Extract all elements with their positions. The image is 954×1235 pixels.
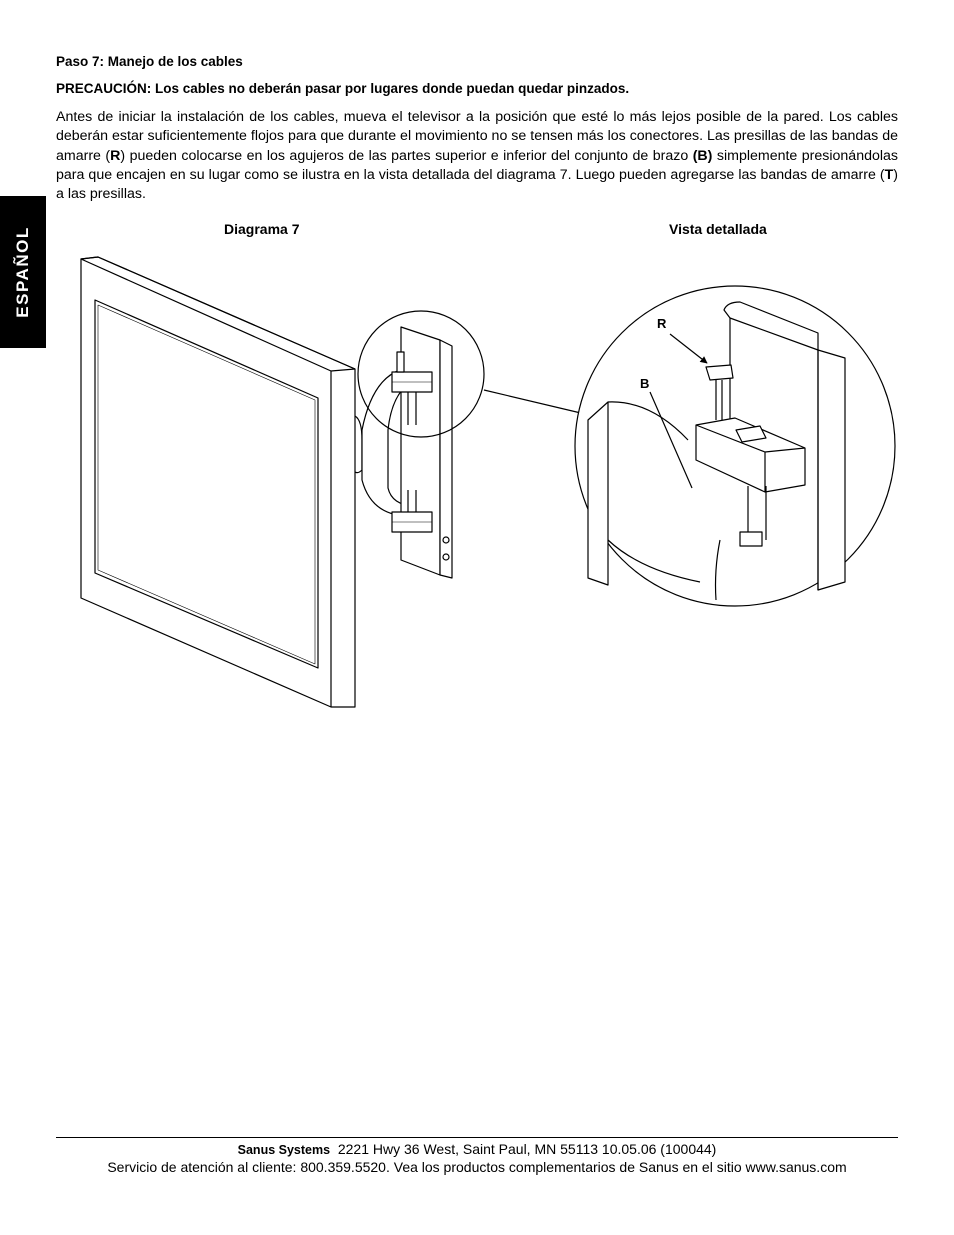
tv-screen-drawing bbox=[80, 256, 363, 708]
footer-address-line: Sanus Systems 2221 Hwy 36 West, Saint Pa… bbox=[56, 1141, 898, 1157]
magnifier-circle bbox=[357, 310, 485, 438]
detail-view-title: Vista detallada bbox=[669, 221, 767, 237]
footer-service-line: Servicio de atención al cliente: 800.359… bbox=[107, 1159, 847, 1175]
label-b-ref: (B) bbox=[692, 147, 713, 164]
callout-b: B bbox=[640, 376, 649, 391]
caution-text: PRECAUCIÓN: Los cables no deberán pasar … bbox=[56, 81, 630, 96]
instructions-paragraph: Antes de iniciar la instalación de los c… bbox=[56, 108, 898, 204]
instructions-text-4: ) a las presillas. bbox=[56, 166, 898, 203]
language-tab: ESPAÑOL bbox=[0, 196, 46, 348]
footer-company: Sanus Systems bbox=[237, 1143, 331, 1157]
callout-r: R bbox=[657, 316, 667, 331]
footer-address: 2221 Hwy 36 West, Saint Paul, MN 55113 1… bbox=[337, 1141, 717, 1157]
instructions-text-3: simplemente presionándolas para que enca… bbox=[56, 147, 898, 183]
arm-assembly-drawing bbox=[361, 326, 453, 579]
instructions-text-2: ) pueden colocarse en los agujeros de la… bbox=[120, 147, 693, 164]
label-r-ref: R bbox=[110, 147, 121, 164]
instructions-text-1: Antes de iniciar la instalación de los c… bbox=[56, 109, 898, 164]
step-title: Paso 7: Manejo de los cables bbox=[56, 54, 243, 69]
detail-view-drawing bbox=[574, 285, 896, 607]
footer-divider bbox=[56, 1137, 898, 1138]
detail-leader-line bbox=[483, 389, 586, 415]
diagram-title: Diagrama 7 bbox=[224, 221, 300, 237]
label-t-ref: T bbox=[884, 166, 894, 183]
